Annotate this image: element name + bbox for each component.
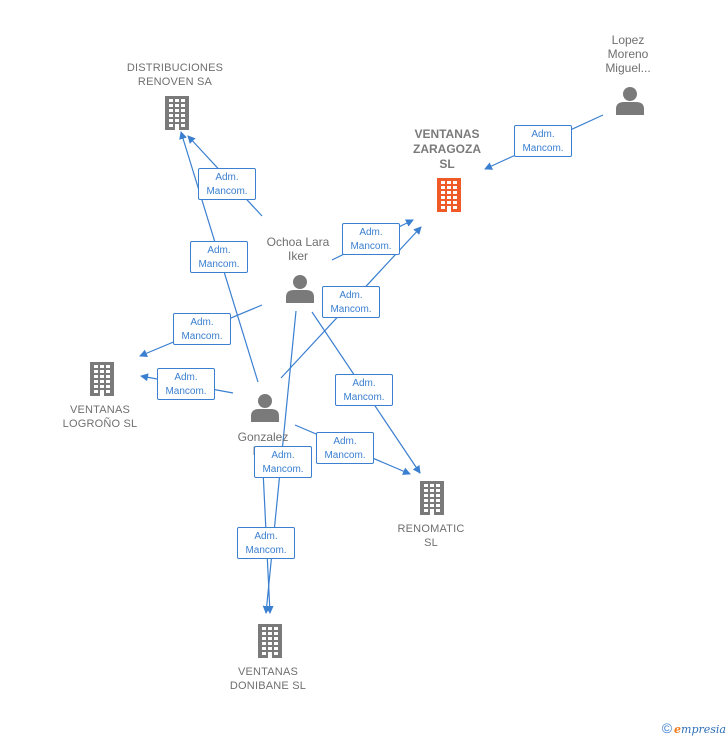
person-icon-lopez[interactable] [616,87,644,115]
person-icon-ochoa[interactable] [286,275,314,303]
edge-label-gonzalez-logrono[interactable]: Adm. Mancom. [157,368,215,400]
node-label-lopez[interactable]: Lopez Moreno Miguel... [605,33,651,75]
edge-label-ochoa-renomatic[interactable]: Adm. Mancom. [335,374,393,406]
building-icon-ventanas_logrono[interactable] [90,362,114,396]
building-icon-renomatic[interactable] [420,481,444,515]
node-label-ventanas-logrono[interactable]: VENTANAS LOGROÑO SL [62,404,138,430]
footer-brand: ©empresia [662,720,726,736]
edge-label-ochoa-donibane[interactable]: Adm. Mancom. [237,527,295,559]
building-icon-ventanas_donibane[interactable] [258,624,282,658]
node-label-ventanas-donibane[interactable]: VENTANAS DONIBANE SL [229,666,307,692]
edge-label-gonzalez-donibane[interactable]: Adm. Mancom. [254,446,312,478]
icons-layer [90,87,644,658]
edge-label-ochoa-zaragoza[interactable]: Adm. Mancom. [342,223,400,255]
edge-label-ochoa-logrono[interactable]: Adm. Mancom. [173,313,231,345]
building-icon-ventanas_zaragoza[interactable] [437,178,461,212]
edge-label-gonzalez-zaragoza[interactable]: Adm. Mancom. [322,286,380,318]
copyright-icon: © [661,720,673,736]
node-label-ochoa[interactable]: Ochoa Lara Iker [266,235,330,263]
edge-label-lopez-zaragoza[interactable]: Adm. Mancom. [514,125,572,157]
edge-label-gonzalez-renomatic[interactable]: Adm. Mancom. [316,432,374,464]
edge-label-ochoa-distribuciones[interactable]: Adm. Mancom. [198,168,256,200]
building-icon-distribuciones[interactable] [165,96,189,130]
person-icon-gonzalez[interactable] [251,394,279,422]
node-label-distribuciones[interactable]: DISTRIBUCIONES RENOVEN SA [126,62,224,88]
node-label-renomatic[interactable]: RENOMATIC SL [397,523,465,549]
node-label-ventanas-zaragoza[interactable]: VENTANAS ZARAGOZA SL [413,127,481,171]
edge-label-gonzalez-distribuciones[interactable]: Adm. Mancom. [190,241,248,273]
brand-logo: empresia [674,723,726,736]
